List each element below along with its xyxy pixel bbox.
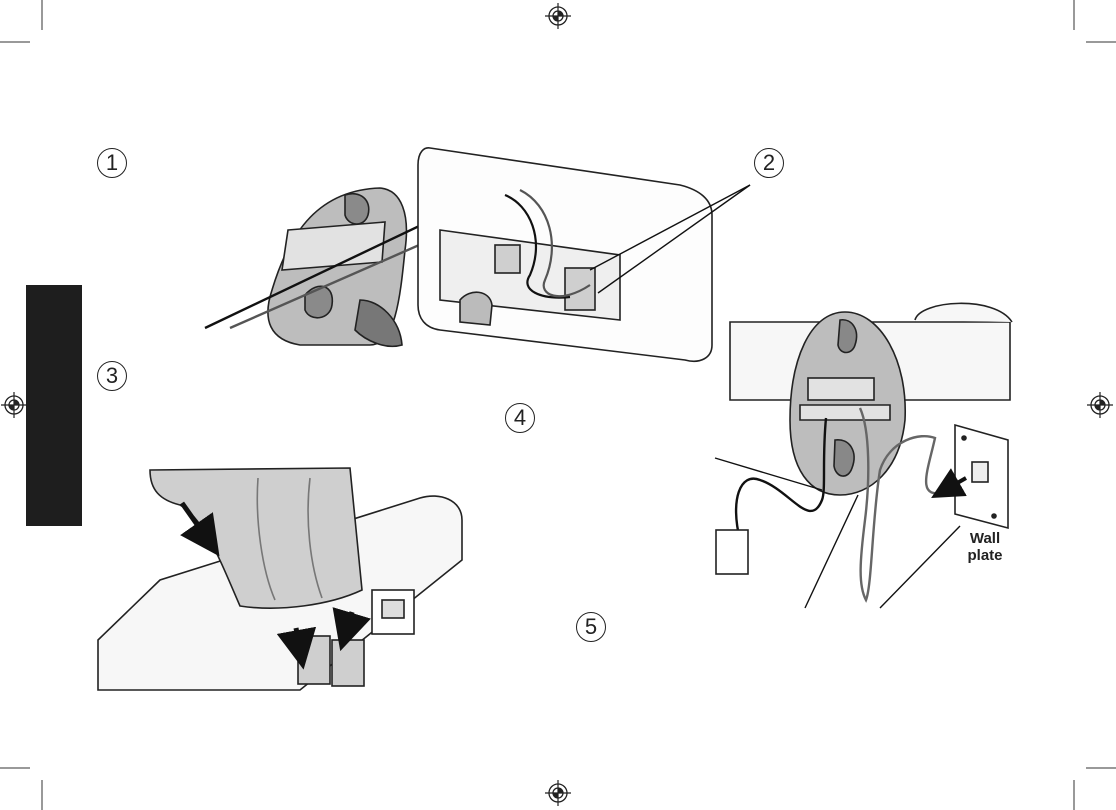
wall-plate-label: Wall plate [958, 530, 1012, 564]
wall-plate-label-line2: plate [958, 547, 1012, 564]
step-number-4: 4 [505, 403, 535, 433]
callout-line [805, 495, 858, 608]
registration-mark-icon [545, 780, 571, 806]
registration-mark-icon [1, 392, 27, 418]
base-unit-back-drawing [418, 148, 712, 361]
step-number-5: 5 [576, 612, 606, 642]
wall-plate-label-line1: Wall [958, 530, 1012, 547]
registration-mark-icon [545, 3, 571, 29]
step-number-2: 2 [754, 148, 784, 178]
step-number-1: 1 [97, 148, 127, 178]
callout-line [880, 526, 960, 608]
step-number-3: 3 [97, 361, 127, 391]
section-tab [26, 285, 82, 526]
bracket-attach-drawing [98, 468, 462, 690]
registration-mark-icon [1087, 392, 1113, 418]
